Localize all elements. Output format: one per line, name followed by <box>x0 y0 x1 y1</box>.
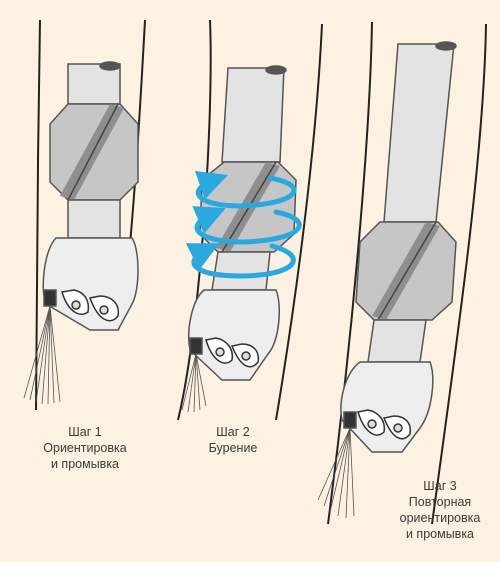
step2-drill-assembly <box>189 66 296 380</box>
step1-drill-assembly <box>43 62 138 330</box>
step3-caption: Шаг 3 Повторная ориентировка и промывка <box>384 478 496 542</box>
step2-title: Шаг 2 <box>188 424 278 440</box>
step1-line2: Ориентировка <box>30 440 140 456</box>
step3-line3: ориентировка <box>384 510 496 526</box>
step3-title: Шаг 3 <box>384 478 496 494</box>
step3-jet-spray <box>318 428 354 518</box>
step1-jet-spray <box>24 306 60 404</box>
step3-line2: Повторная <box>384 494 496 510</box>
step3-line4: и промывка <box>384 526 496 542</box>
step2-line2: Бурение <box>188 440 278 456</box>
step1-title: Шаг 1 <box>30 424 140 440</box>
step1-caption: Шаг 1 Ориентировка и промывка <box>30 424 140 472</box>
step1-line3: и промывка <box>30 456 140 472</box>
step2-caption: Шаг 2 Бурение <box>188 424 278 456</box>
